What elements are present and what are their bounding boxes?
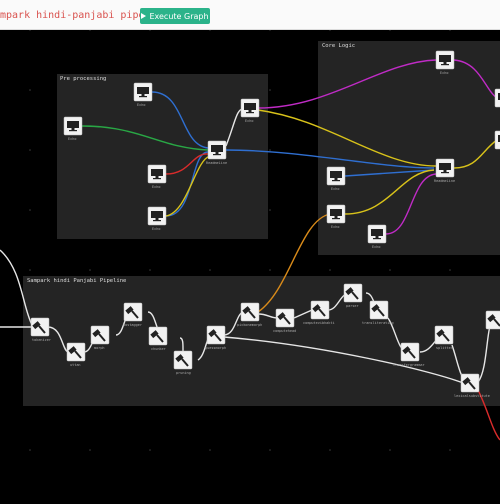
wire-magenta-bottom [385,173,437,235]
wire-yellow-cl [344,169,435,215]
execute-graph-label: Execute Graph [149,11,209,21]
node-pp-readmeline[interactable]: ReadmeLine [206,140,227,165]
svg-text:Echo: Echo [331,187,339,191]
node-cl-offscreen-1[interactable] [494,88,500,108]
svg-text:Echo: Echo [68,137,76,141]
svg-text:Echo: Echo [152,227,160,231]
wire-magenta-out [453,59,498,99]
node-morph[interactable]: morph [90,325,110,350]
svg-text:morph: morph [94,346,105,350]
wire-blue-cl [344,169,435,177]
node-transliterating[interactable]: transliterating [362,300,394,325]
svg-text:lexicalsubstitute: lexicalsubstitute [454,394,490,398]
group-core-logic-label: Core Logic [322,43,355,49]
node-cl-echo-4[interactable]: Echo [367,224,387,249]
wire-input-top [0,249,33,326]
group-core-logic[interactable] [318,41,500,255]
node-pruning[interactable]: pruning [173,350,193,375]
svg-text:Echo: Echo [331,225,339,229]
wires [0,59,500,441]
pipeline-title: mpark hindi-panjabi pipeline [0,10,169,21]
svg-text:chunker: chunker [151,347,166,351]
node-chunker[interactable]: chunker [148,326,168,351]
wire-yellow-top [257,109,437,167]
svg-text:Echo: Echo [245,119,253,123]
wire-yellow-out [453,139,498,169]
svg-text:computehead: computehead [273,329,296,333]
node-pp-echo-2[interactable]: Echo [63,116,83,141]
svg-text:transliterating: transliterating [362,321,394,325]
svg-text:guessmorph: guessmorph [205,346,226,350]
play-icon [141,13,147,19]
node-pp-echo-5[interactable]: Echo [240,98,260,123]
wire-red [165,153,209,175]
wire-red-out [477,389,500,441]
node-pipeline-offscreen[interactable] [485,310,500,330]
top-toolbar: mpark hindi-panjabi pipeline Execute Gra… [0,0,500,30]
node-pp-echo-3[interactable]: Echo [147,164,167,189]
group-pipeline-label: Sampark hindi Panjabi Pipeline [27,278,126,284]
node-pp-echo-4[interactable]: Echo [147,206,167,231]
wire-magenta-top [257,59,437,109]
graph-canvas[interactable]: Pre processing Core Logic Sampark hindi … [0,30,500,500]
node-cl-echo-3[interactable]: Echo [326,204,346,229]
svg-text:pickonemorph: pickonemorph [237,323,262,327]
wire-yellow-pp [165,155,211,217]
wire-green [81,125,209,151]
svg-text:ReadmeLine: ReadmeLine [434,179,455,183]
node-splitter[interactable]: splitter [434,325,454,350]
node-pickonemorph[interactable]: pickonemorph [237,302,262,327]
wire-orange [257,213,331,313]
svg-text:parser: parser [346,304,359,308]
node-computehead[interactable]: computehead [273,308,296,333]
node-pp-echo-1[interactable]: Echo [133,82,153,107]
wire-blue-long [225,149,435,169]
node-cl-echo-1[interactable]: Echo [435,50,455,75]
svg-text:uttan: uttan [70,363,81,367]
svg-text:computevibhakti: computevibhakti [303,321,335,325]
svg-text:Echo: Echo [137,103,145,107]
node-transfergrammar[interactable]: transfergrammar [393,342,425,367]
svg-text:ReadmeLine: ReadmeLine [206,161,227,165]
wire-blue-top [151,91,209,149]
svg-text:tokenizer: tokenizer [32,338,51,342]
execute-graph-button[interactable]: Execute Graph [140,8,210,24]
node-cl-echo-2[interactable]: Echo [326,166,346,191]
node-parser[interactable]: parser [343,283,363,308]
node-computevibhakti[interactable]: computevibhakti [303,300,335,325]
svg-text:Echo: Echo [440,71,448,75]
svg-text:transfergrammar: transfergrammar [393,363,425,367]
group-preprocessing-label: Pre processing [60,76,106,82]
node-postagger[interactable]: postagger [123,302,143,327]
node-guessmorph[interactable]: guessmorph [205,325,226,350]
node-lexicalsubstitute[interactable]: lexicalsubstitute [454,373,490,398]
svg-text:postagger: postagger [123,323,142,327]
node-cl-readmeline[interactable]: ReadmeLine [434,158,455,183]
svg-text:Echo: Echo [152,185,160,189]
svg-text:splitter: splitter [436,346,453,350]
node-uttan[interactable]: uttan [66,342,86,367]
svg-text:pruning: pruning [176,371,191,375]
node-cl-offscreen-2[interactable] [494,130,500,150]
node-tokenizer[interactable]: tokenizer [30,317,51,342]
svg-text:Echo: Echo [372,245,380,249]
